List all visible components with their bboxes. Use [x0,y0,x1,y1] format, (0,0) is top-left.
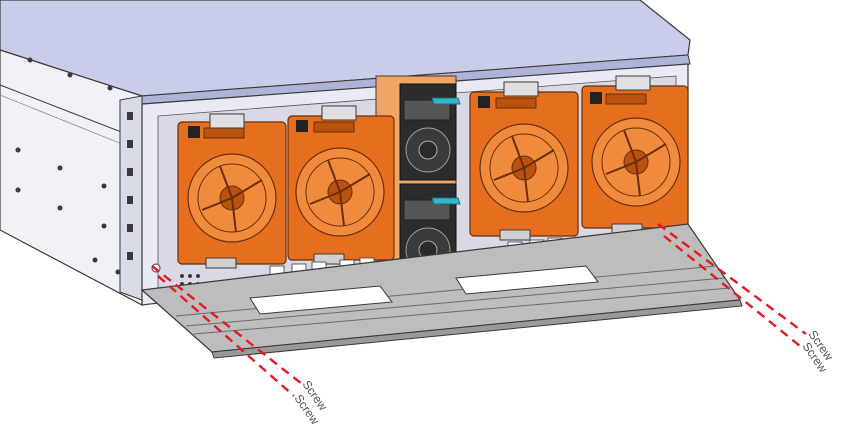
rack-ear-holes [127,112,133,260]
cable-tray-lip [211,299,743,359]
screw-leader-lines [151,223,807,397]
chassis-side-seam [0,94,143,153]
psu-module [581,75,689,235]
psu-module [287,105,395,265]
tray-cutout [249,285,393,315]
psu-module [469,81,579,241]
chassis-side-seam [0,84,143,141]
tray-cutout [455,265,599,295]
psu-module [177,113,287,269]
fan-handle-teal [431,197,461,205]
fan-handle-teal [431,97,461,105]
chassis-side-holes [15,57,121,275]
